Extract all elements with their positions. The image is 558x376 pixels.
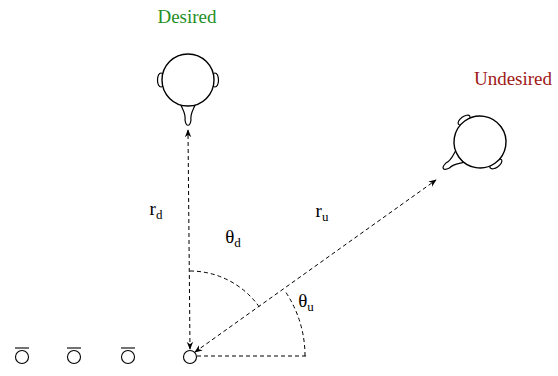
angle-label: θu [296, 290, 316, 314]
distance-arrow [188, 130, 190, 349]
distance-arrow [195, 180, 436, 352]
desired-head [158, 54, 219, 125]
symbol: θ [225, 226, 234, 247]
speaker [68, 351, 81, 364]
distance-label: ru [314, 200, 331, 224]
distance-label: rd [148, 198, 165, 222]
angle-arc [190, 271, 260, 308]
desired-label: Desired [155, 6, 218, 27]
subscript: d [234, 235, 241, 250]
angle-label: θd [223, 226, 243, 250]
subscript: d [156, 207, 163, 222]
speaker-bar [15, 347, 29, 348]
subscript: u [307, 299, 314, 314]
symbol: r [316, 200, 322, 221]
speaker [122, 351, 135, 364]
undesired-label: Undesired [472, 68, 554, 89]
undesired-head [425, 102, 518, 193]
symbol: r [150, 198, 156, 219]
speaker [16, 351, 29, 364]
subscript: u [322, 209, 329, 224]
reference-line [197, 356, 306, 357]
symbol: θ [298, 290, 307, 311]
speaker-bar [67, 347, 81, 348]
speaker-bar [121, 347, 135, 348]
loudspeaker-array [15, 348, 197, 364]
speaker [184, 351, 197, 364]
